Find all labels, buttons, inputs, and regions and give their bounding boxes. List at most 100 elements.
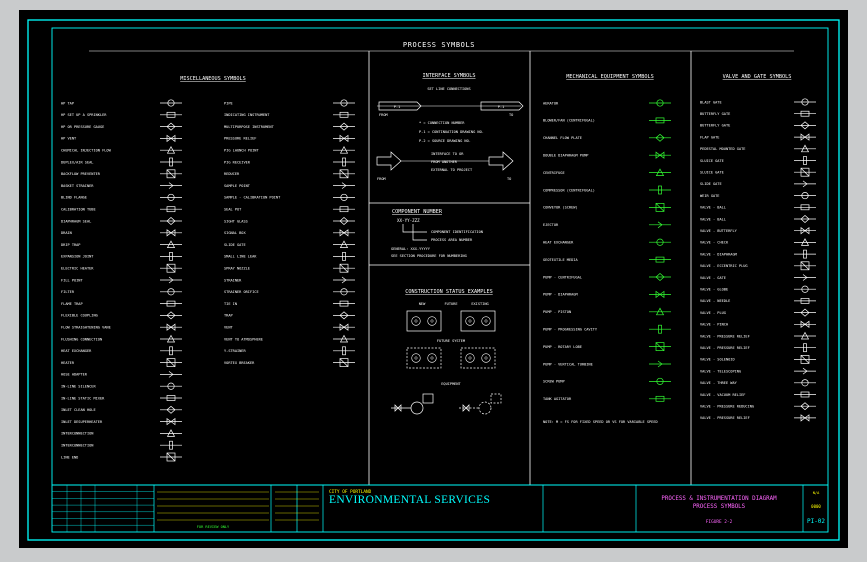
misc-right-symbol-icon [333, 252, 355, 261]
misc-right-symbol-icon [333, 111, 355, 118]
mechanical-symbol-icon [649, 273, 671, 281]
mechanical-symbol-icon [649, 395, 671, 402]
construction-gauge-icons [411, 316, 491, 363]
motor-icon-1 [422, 393, 434, 404]
misc-left-label: DUPLEX/AIR SEAL [61, 160, 93, 164]
diagram-title-2: PROCESS SYMBOLS [693, 504, 746, 510]
valve-label: VALVE - CHECK [700, 241, 729, 245]
misc-left-symbol-icon [160, 134, 182, 143]
mechanical-symbol-icon [649, 324, 671, 334]
misc-left-label: HEAT EXCHANGER [61, 349, 92, 353]
misc-right-symbol-icon [333, 182, 355, 189]
motor-icon-2 [490, 393, 502, 404]
gauge-center-icon [468, 319, 472, 323]
drawing-canvas: PROCESS SYMBOLS MISCELLANEOUS SYMBOLS IN… [27, 19, 840, 541]
misc-right-label: TIE IN [224, 302, 237, 306]
misc-right-label: SMALL LINE LEAK [224, 255, 257, 259]
interface-arrow-out-icon [488, 151, 514, 171]
mechanical-symbol-icon [649, 307, 671, 316]
mechanical-label: PUMP - PROGRESSING CAVITY [543, 328, 598, 332]
interface-flag-right [480, 101, 524, 111]
misc-left-symbol-icon [160, 145, 182, 154]
heading-mechanical: MECHANICAL EQUIPMENT SYMBOLS [566, 74, 653, 80]
valve-label: VALVE - BALL [700, 217, 726, 221]
misc-right-label: PIPE [224, 101, 233, 105]
mechanical-label: PUMP - DIAPHRAGM [543, 293, 578, 297]
misc-right-label: SIGHT GLASS [224, 219, 248, 223]
misc-right-symbol-icon [333, 217, 355, 225]
valve-label: WEIR GATE [700, 194, 719, 198]
misc-left-symbol-icon [160, 334, 182, 343]
valve-label: BUTTERFLY GATE [700, 124, 730, 128]
misc-left-symbol-icon [160, 300, 182, 307]
misc-right-symbol-icon [333, 145, 355, 154]
valve-symbol-icon [794, 320, 816, 328]
mechanical-symbol-icon [649, 360, 671, 368]
misc-left-label: HP TAP [61, 101, 74, 105]
valve-label: VALVE - ECCENTRIC PLUG [700, 264, 748, 268]
misc-left-label: HOSE ADAPTER [61, 373, 88, 377]
misc-right-symbol-icon [333, 263, 355, 273]
misc-left-symbol-icon [160, 169, 182, 179]
valve-label: VALVE - PLUG [700, 311, 726, 315]
interface-flag-left [378, 101, 422, 111]
standard-value: N/A [813, 491, 820, 495]
heading-valve: VALVE AND GATE SYMBOLS [723, 74, 792, 80]
valve-label: BUTTERFLY GATE [700, 112, 730, 116]
org-large: ENVIRONMENTAL SERVICES [329, 494, 490, 506]
misc-right-symbol-icon [333, 300, 355, 307]
valve-symbol-icon [794, 355, 816, 364]
mechanical-symbol-icon [649, 133, 671, 142]
misc-right-label: REDUCER [224, 172, 240, 176]
mechanical-label: CENTRIFUGE [543, 171, 565, 175]
mechanical-symbol-icon [649, 151, 671, 159]
misc-right-label: SAMPLE POINT [224, 184, 251, 188]
misc-left-symbol-icon [160, 405, 182, 414]
construction-section: NEW FUTURE EXISTING FUTURE SYSTEM EQUIPM… [391, 302, 502, 415]
valve-symbol-icon [794, 331, 816, 340]
misc-left-label: INLET DESUPERHEATER [61, 420, 103, 424]
valve-label: VALVE - VACUUM RELIEF [700, 393, 745, 397]
misc-left-symbol-icon [160, 371, 182, 378]
cad-viewport[interactable]: PROCESS SYMBOLS MISCELLANEOUS SYMBOLS IN… [19, 10, 848, 548]
component-leader-icon [402, 224, 427, 241]
mechanical-symbol-icon [649, 168, 671, 176]
misc-left-label: DRAIN [61, 231, 72, 235]
misc-left-label: HP SET UP A SPRINKLER [61, 113, 107, 117]
title-block: FOR REVIEW ONLY CITY OF PORTLAND ENVIRON… [51, 484, 829, 533]
valve-label: SLUICE GATE [700, 159, 724, 163]
misc-right-symbol-icon [333, 193, 355, 201]
mechanical-label: PUMP - PISTON [543, 310, 571, 314]
misc-right-label: SEAL POT [224, 208, 242, 212]
misc-left-label: FLOW STRAIGHTENING VANE [61, 326, 111, 330]
gauge-icon [427, 316, 437, 326]
mechanical-label: BLOWER/FAN (CENTRIFUGAL) [543, 119, 595, 123]
valve-label: PEDESTAL MOUNTED GATE [700, 147, 745, 151]
component-line-3: GENERAL: XXX-YYYYY [391, 247, 431, 251]
mechanical-label: CONVEYOR (SCREW) [543, 206, 578, 210]
heading-misc: MISCELLANEOUS SYMBOLS [180, 76, 246, 82]
valve-symbol-icon [794, 274, 816, 281]
valve-symbol-icon [794, 308, 816, 317]
component-number: XX-YY-ZZZ [397, 218, 420, 223]
misc-left-symbol-icon [160, 382, 182, 390]
misc-left-symbol-icon [160, 346, 182, 356]
valve-symbol-icon [794, 298, 816, 304]
misc-left-label: FILL POINT [61, 278, 83, 282]
misc-left-symbol-icon [160, 193, 182, 201]
mechanical-label: SCREW PUMP [543, 380, 565, 384]
valve-label: FLAP GATE [700, 135, 719, 139]
mechanical-label: TANK AGITATOR [543, 397, 572, 401]
misc-right-label: MULTIPURPOSE INSTRUMENT [224, 125, 275, 129]
interface-section: SET LINE CONNECTIONS P-1 P-1 FROM TO * =… [376, 87, 524, 181]
construction-col-new: NEW [419, 302, 426, 306]
misc-right-label: STRAINER ORIFICE [224, 290, 259, 294]
misc-left-label: FLEXIBLE COUPLING [61, 314, 98, 318]
valve-symbol-icon [794, 285, 816, 293]
valve-symbol-icon [794, 167, 816, 177]
heading-component: COMPONENT NUMBER [392, 209, 443, 215]
misc-right-label: VORTEX BREAKER [224, 361, 255, 365]
misc-left-symbol-icon [160, 358, 182, 367]
misc-right-label: PIG RECEIVER [224, 160, 251, 164]
misc-left-label: CALIBRATION TUBE [61, 208, 96, 212]
